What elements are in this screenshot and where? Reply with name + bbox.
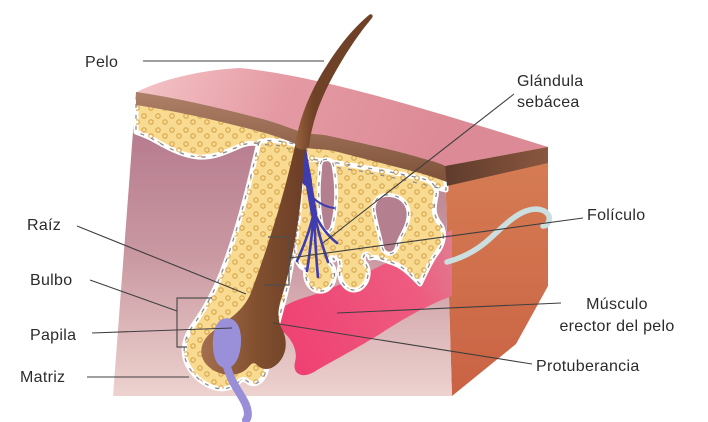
gland-lobe-gap-dash <box>373 194 410 255</box>
label-protuberancia: Protuberancia <box>536 358 640 375</box>
skin-top-face <box>136 68 548 166</box>
skin-right-face <box>445 147 548 396</box>
label-papila: Papila <box>30 327 76 344</box>
papila-line <box>91 327 233 334</box>
bulbo-line <box>89 279 178 312</box>
gland-duct-channel-dash <box>318 158 337 233</box>
label-bulbo: Bulbo <box>30 272 72 289</box>
hair-root-bulb <box>201 145 305 375</box>
callout-brackets <box>176 236 290 348</box>
label-musculo-line2: erector del pelo <box>559 318 674 335</box>
skin-surface-band-side <box>445 147 548 186</box>
label-foliculo: Folículo <box>587 207 645 224</box>
hair-shaft <box>295 14 373 150</box>
label-musculo-line1: Músculo <box>586 296 648 313</box>
protuberancia-line <box>272 322 533 365</box>
callout-lines <box>76 60 584 378</box>
raiz-line <box>76 225 247 295</box>
label-glandula-line2: sebácea <box>517 94 580 111</box>
label-matriz: Matriz <box>20 369 65 386</box>
bulbo-bracket <box>176 297 212 348</box>
papilla-stalk <box>222 359 252 422</box>
foliculo-bracket <box>264 236 290 286</box>
label-glandula-line1: Glándula <box>517 73 583 90</box>
skin-surface-band <box>136 92 447 182</box>
musculo-line <box>336 302 562 314</box>
blood-vessel <box>444 206 552 265</box>
label-raiz: Raíz <box>27 217 61 234</box>
labels: Pelo Glándula sebácea Raíz Folículo Bulb… <box>20 54 674 386</box>
dermal-papilla <box>212 318 242 369</box>
fat-layer <box>133 99 449 392</box>
glandula-line <box>322 93 515 244</box>
label-pelo: Pelo <box>85 54 118 71</box>
foliculo-line <box>289 217 584 259</box>
